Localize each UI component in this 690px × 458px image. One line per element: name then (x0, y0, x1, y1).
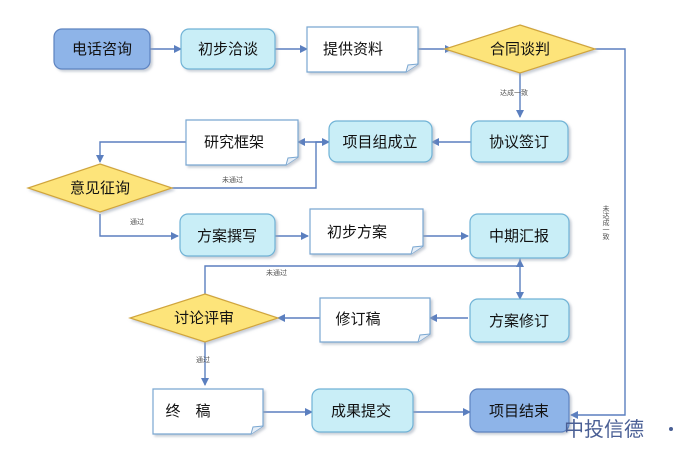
node-final-draft (152, 388, 264, 435)
edges (96, 45, 626, 419)
node-team-setup-label: 项目组成立 (342, 133, 417, 151)
node-sign-agreement-label: 协议签订 (489, 133, 549, 151)
node-team-setup (328, 120, 433, 163)
edge-label-agreed: 达成一致 (500, 88, 528, 97)
node-final-draft-label: 终 稿 (165, 402, 210, 420)
edge-label-review-passed: 通过 (196, 355, 210, 364)
edge-framework-to-survey (96, 141, 186, 163)
node-opinion-survey-label: 意见征询 (70, 179, 130, 197)
node-revised-draft (319, 297, 431, 343)
node-initial-plan (309, 208, 424, 255)
node-provide-data-label: 提供资料 (323, 40, 383, 58)
node-plan-revision-label: 方案修订 (489, 312, 549, 330)
node-initial-plan-label: 初步方案 (327, 223, 387, 241)
edge-review-not-passed-to-midterm (204, 259, 524, 294)
node-contract-negotiation (443, 24, 597, 74)
node-research-framework-label: 研究框架 (204, 133, 264, 151)
node-plan-revision (469, 298, 570, 343)
node-deliver-results-label: 成果提交 (331, 402, 391, 420)
watermark-dot (669, 427, 673, 431)
node-contract-negotiation-label: 合同谈判 (490, 40, 550, 58)
node-plan-writing-label: 方案撰写 (197, 227, 257, 245)
edge-survey-not-passed-to-team (172, 138, 330, 189)
edge-labels: 达成一致 未达成一致 未通过 通过 未通过 通过 (130, 88, 610, 364)
node-initial-talk (180, 28, 276, 70)
edge-label-review-not-passed: 未通过 (266, 268, 287, 277)
node-sign-agreement (470, 120, 569, 163)
node-provide-data (306, 26, 419, 73)
node-phone-consult (53, 28, 151, 70)
node-phone-consult-label: 电话咨询 (72, 40, 132, 58)
node-midterm-report-label: 中期汇报 (489, 227, 549, 245)
node-revised-draft-label: 修订稿 (335, 310, 380, 328)
node-opinion-survey (26, 163, 174, 213)
node-review-discussion (128, 293, 280, 343)
node-project-end (469, 388, 570, 433)
edge-label-survey-not-passed: 未通过 (222, 175, 243, 184)
edge-label-survey-passed: 通过 (130, 217, 144, 226)
edge-survey-passed-to-writing (99, 214, 179, 240)
edge-negotiation-not-agreed-to-end (570, 48, 626, 419)
node-initial-talk-label: 初步洽谈 (198, 40, 258, 58)
watermark-logo: 中投信德 (564, 417, 644, 441)
node-research-framework (185, 119, 299, 166)
node-plan-writing (179, 213, 276, 257)
edge-label-not-agreed: 未达成一致 (602, 204, 610, 241)
node-deliver-results (311, 388, 414, 433)
node-midterm-report (469, 213, 570, 259)
node-project-end-label: 项目结束 (489, 402, 549, 420)
node-review-discussion-label: 讨论评审 (174, 309, 234, 327)
